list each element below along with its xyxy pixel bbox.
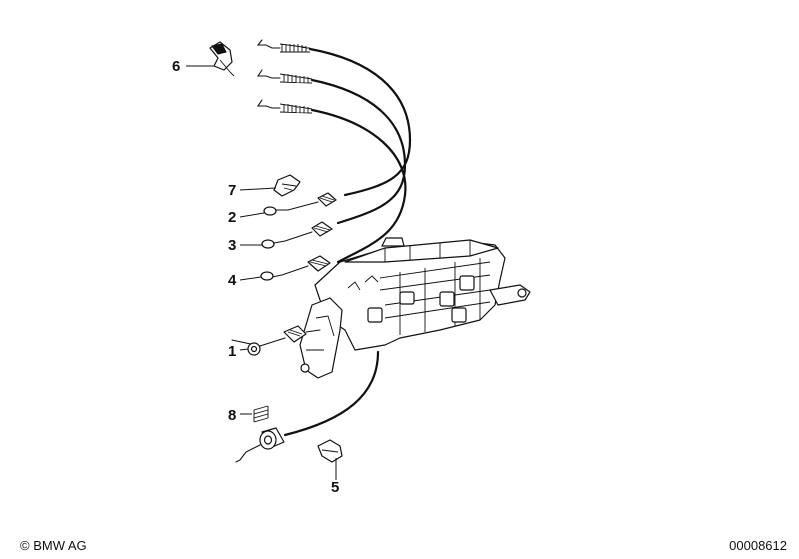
callout-labels: 6 7 2 3 4 1 8 5 — [172, 58, 339, 496]
callout-5: 5 — [331, 479, 339, 496]
heater-control-unit — [299, 237, 531, 379]
cable-fitting-2 — [263, 192, 337, 216]
callout-8: 8 — [228, 407, 236, 424]
callout-6: 6 — [172, 58, 180, 75]
spring-part-8 — [253, 405, 269, 423]
callout-3: 3 — [228, 237, 236, 254]
callout-2: 2 — [228, 209, 236, 226]
clip-part-6 — [209, 41, 235, 77]
clip-part-5 — [317, 439, 343, 463]
cable-fitting-1 — [231, 325, 321, 356]
callout-7: 7 — [228, 182, 236, 199]
upper-cable-bundle — [256, 39, 412, 264]
drawing-number: 00008612 — [729, 538, 787, 553]
callout-1: 1 — [228, 343, 236, 360]
clip-part-7 — [273, 174, 301, 197]
copyright-text: © BMW AG — [20, 538, 87, 553]
callout-4: 4 — [228, 272, 237, 289]
cable-fitting-4 — [260, 255, 331, 281]
leader-lines — [186, 65, 337, 480]
cable-fitting-3 — [261, 221, 333, 249]
lower-cable — [235, 350, 380, 463]
